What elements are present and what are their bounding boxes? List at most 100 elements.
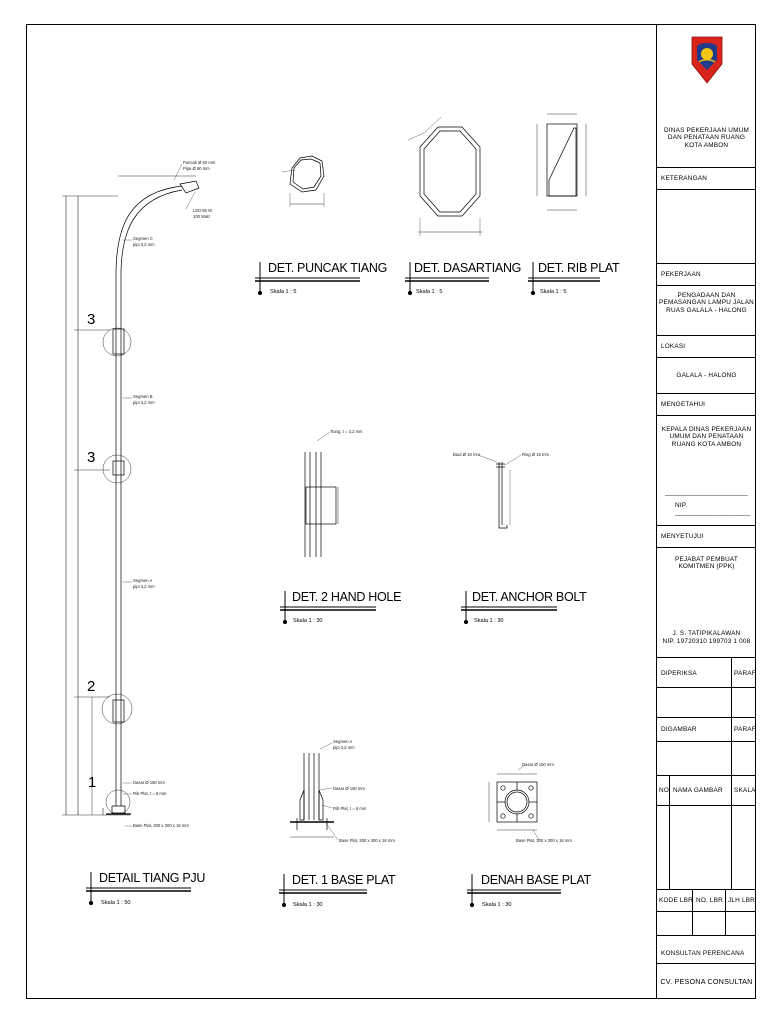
drawing-sheet bbox=[26, 24, 756, 999]
label-denah-dasar: Dasar Ø 150 mm bbox=[522, 762, 554, 767]
keterangan-body bbox=[657, 190, 756, 264]
lembar-header: KODE LBR NO. LBR JLH LBR bbox=[657, 890, 756, 912]
divider bbox=[731, 688, 732, 717]
divider bbox=[731, 658, 732, 687]
org-section: DINAS PEKERJAAN UMUM DAN PENATAAN RUANG … bbox=[657, 24, 756, 168]
city-logo-icon bbox=[691, 36, 723, 84]
scale-detail-tiang-pju: Skala 1 : 50 bbox=[101, 900, 131, 906]
title-denah-base-plat: DENAH BASE PLAT bbox=[481, 873, 591, 887]
nama-gambar-body bbox=[657, 806, 756, 890]
label-lamp: LED 80 W bbox=[193, 208, 213, 213]
divider bbox=[731, 718, 732, 741]
label-seg-c: Segmen C bbox=[133, 236, 153, 241]
label-puncak: Puncak Ø 60 mm bbox=[183, 160, 216, 165]
konsultan-header: KONSULTAN PERENCANA bbox=[657, 936, 756, 964]
label-base: Base Plat, 300 x 300 x 16 mm bbox=[133, 823, 189, 828]
title-det-anchor-bolt: DET. ANCHOR BOLT bbox=[472, 590, 587, 604]
scale-det-anchor-bolt: Skala 1 : 30 bbox=[474, 618, 504, 624]
title-det-rib-plat: DET. RIB PLAT bbox=[538, 261, 620, 275]
label-base-seg-t: pipi 3,2 mm bbox=[333, 745, 355, 750]
ppk-nip: NIP. 19720310 199703 1 008 bbox=[662, 638, 751, 645]
scale-denah-base-plat: Skala 1 : 30 bbox=[482, 902, 512, 908]
divider bbox=[731, 806, 732, 889]
hand-hole-drawing bbox=[304, 431, 339, 557]
jlh-lbr-label: JLH LBR bbox=[728, 897, 755, 904]
nama-gambar-header: NO NAMA GAMBAR SKALA bbox=[657, 776, 756, 806]
title-block: DINAS PEKERJAAN UMUM DAN PENATAAN RUANG … bbox=[656, 24, 756, 999]
konsultan-value: CV. PESONA CONSULTAN bbox=[660, 977, 753, 986]
paraf-2-label: PARAF bbox=[734, 726, 756, 733]
menyetujui-label: MENYETUJUI bbox=[661, 533, 704, 540]
label-base-dasar: Dasar Ø 150 mm bbox=[333, 786, 365, 791]
scale-det-dasartiang: Skala 1 : 5 bbox=[416, 289, 443, 295]
title-det-hand-hole: DET. 2 HAND HOLE bbox=[292, 590, 402, 604]
skala-label: SKALA bbox=[734, 787, 756, 794]
lokasi-header: LOKASI bbox=[657, 336, 756, 358]
divider bbox=[731, 742, 732, 775]
kepala-dinas-text: KEPALA DINAS PEKERJAAN UMUM DAN PENATAAN… bbox=[661, 426, 752, 448]
digambar-row: DIGAMBAR PARAF bbox=[657, 718, 756, 742]
menyetujui-body: PEJABAT PEMBUAT KOMITMEN (PPK) J. S. TAT… bbox=[657, 548, 756, 658]
section-marker-3b: 3 bbox=[87, 449, 96, 466]
divider bbox=[692, 912, 693, 935]
paraf-1-label: PARAF bbox=[734, 670, 756, 677]
title-det-puncak-tiang: DET. PUNCAK TIANG bbox=[268, 261, 387, 275]
kode-lbr-label: KODE LBR bbox=[659, 897, 693, 904]
rib-plat-drawing bbox=[536, 113, 587, 211]
konsultan-label: KONSULTAN PERENCANA bbox=[661, 950, 745, 957]
label-seg-a-t: pipi 3,2 mm bbox=[133, 584, 155, 589]
digambar-body bbox=[657, 742, 756, 776]
pekerjaan-value: PENGADAAN DAN PEMASANGAN LAMPU JALAN RUA… bbox=[659, 292, 754, 314]
label-seg-c-t: pipi 3,2 mm bbox=[133, 242, 155, 247]
label-pipa: Pipa Ø 90 mm bbox=[183, 166, 210, 171]
nama-gambar-label: NAMA GAMBAR bbox=[673, 787, 723, 794]
anchor-bolt-drawing bbox=[477, 454, 522, 529]
divider bbox=[692, 890, 693, 911]
nip-blank: NIP. ____________________ bbox=[675, 502, 751, 517]
label-hand-hole-tiang: Tiang, t = 3,2 mm bbox=[330, 429, 363, 434]
title-symbols bbox=[86, 262, 600, 908]
diperiksa-label: DIPERIKSA bbox=[661, 670, 697, 677]
divider bbox=[725, 912, 726, 935]
ppk-title: PEJABAT PEMBUAT KOMITMEN (PPK) bbox=[674, 556, 738, 571]
pekerjaan-header: PEKERJAAN bbox=[657, 264, 756, 286]
lokasi-body: GALALA - HALONG bbox=[657, 358, 756, 394]
label-base-rib: Rib Plat, t = 6 mm bbox=[333, 806, 367, 811]
lokasi-label: LOKASI bbox=[661, 343, 686, 350]
base-plat-drawing bbox=[290, 742, 339, 841]
mengetahui-header: MENGETAHUI bbox=[657, 394, 756, 416]
puncak-tiang-drawing bbox=[281, 155, 325, 207]
scale-det-hand-hole: Skala 1 : 30 bbox=[293, 618, 323, 624]
label-base-base: Base Plat, 300 x 300 x 16 mm bbox=[339, 838, 395, 843]
scale-det-rib-plat: Skala 1 : 5 bbox=[540, 289, 567, 295]
scale-det-base-plat: Skala 1 : 30 bbox=[293, 902, 323, 908]
title-det-base-plat: DET. 1 BASE PLAT bbox=[292, 873, 396, 887]
pekerjaan-body: PENGADAAN DAN PEMASANGAN LAMPU JALAN RUA… bbox=[657, 286, 756, 336]
section-marker-1: 1 bbox=[88, 774, 97, 791]
title-det-dasartiang: DET. DASARTIANG bbox=[414, 261, 522, 275]
pekerjaan-label: PEKERJAAN bbox=[661, 271, 701, 278]
label-rib: Rib Plat, t = 6 mm bbox=[133, 791, 167, 796]
section-marker-3: 3 bbox=[87, 311, 96, 328]
mengetahui-body: KEPALA DINAS PEKERJAAN UMUM DAN PENATAAN… bbox=[657, 416, 756, 526]
konsultan-body: CV. PESONA CONSULTAN bbox=[657, 964, 756, 999]
divider bbox=[731, 776, 732, 805]
no-label: NO bbox=[659, 787, 669, 794]
mengetahui-label: MENGETAHUI bbox=[661, 401, 706, 408]
pole-drawing bbox=[62, 163, 200, 827]
keterangan-header: KETERANGAN bbox=[657, 168, 756, 190]
scale-det-puncak-tiang: Skala 1 : 5 bbox=[270, 289, 297, 295]
digambar-label: DIGAMBAR bbox=[661, 726, 697, 733]
divider bbox=[669, 806, 670, 889]
dasar-tiang-drawing bbox=[407, 116, 482, 236]
section-marker-2: 2 bbox=[87, 678, 96, 695]
ppk-name: J. S. TATIPIKALAWAN bbox=[672, 630, 741, 637]
label-base-seg: Segmen A bbox=[333, 739, 353, 744]
sign-line: ______________________ bbox=[665, 489, 748, 496]
divider bbox=[725, 890, 726, 911]
menyetujui-header: MENYETUJUI bbox=[657, 526, 756, 548]
divider bbox=[669, 776, 670, 805]
label-lamp-watt: 100 Watt bbox=[193, 214, 210, 219]
keterangan-label: KETERANGAN bbox=[661, 175, 708, 182]
